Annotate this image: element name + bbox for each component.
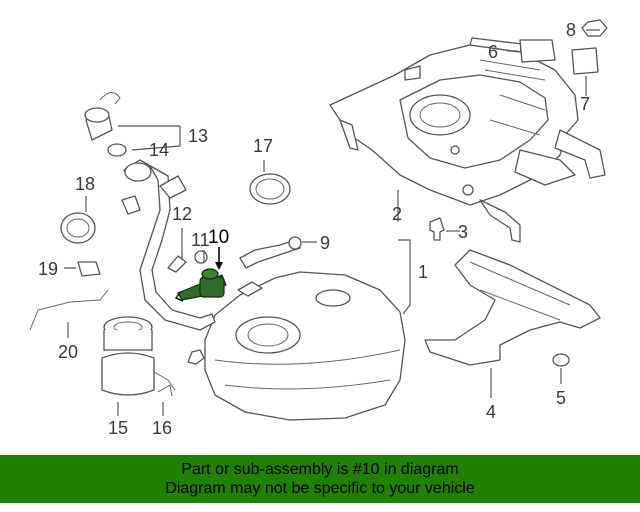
- callout-11: 11: [191, 230, 210, 250]
- banner-line-disclaimer: Diagram may not be specific to your vehi…: [165, 480, 475, 497]
- callout-9: 9: [320, 233, 330, 253]
- relay-part: [519, 39, 556, 63]
- callout-16: 16: [152, 418, 172, 438]
- bolt-part: [429, 217, 445, 241]
- banner-line-part-info: Part or sub-assembly is #10 in diagram: [181, 461, 459, 478]
- subframe-part: [329, 37, 606, 243]
- vent-hose-part: [29, 289, 109, 331]
- bracket-part: [571, 47, 599, 75]
- callout-18: 18: [75, 174, 95, 194]
- heat-shield-part: [424, 249, 601, 366]
- lock-ring-17-part: [249, 173, 291, 205]
- callout-7: 7: [580, 94, 590, 114]
- fuel-cap-part: [84, 92, 121, 141]
- callout-3: 3: [458, 222, 468, 242]
- filler-neck-part: [121, 159, 216, 331]
- grommet-part: [552, 353, 570, 367]
- callout-1: 1: [418, 262, 428, 282]
- callout-12: 12: [172, 204, 192, 224]
- callout-6: 6: [488, 42, 498, 62]
- callout-14: 14: [149, 140, 169, 160]
- callout-4: 4: [486, 402, 496, 422]
- callout-13: 13: [188, 126, 208, 146]
- callout-2: 2: [392, 204, 402, 224]
- callout-15: 15: [108, 418, 128, 438]
- callout-19: 19: [38, 259, 58, 279]
- harness-part: [157, 384, 173, 397]
- leader-lines: [64, 29, 600, 416]
- callout-20: 20: [58, 342, 78, 362]
- breather-hose-part: [239, 236, 302, 269]
- callout-10: 10: [208, 227, 229, 248]
- highlighted-part-10: [174, 268, 227, 302]
- info-banner: Part or sub-assembly is #10 in diagram D…: [0, 455, 640, 503]
- fuel-tank-part: [187, 271, 406, 421]
- hose-part: [167, 255, 187, 273]
- seal-ring-part: [107, 143, 127, 157]
- cap-8-part: [581, 19, 608, 37]
- lock-ring-18-part: [60, 212, 96, 244]
- clamp-part: [194, 250, 208, 264]
- callout-17: 17: [253, 136, 273, 156]
- sensor-part: [77, 261, 101, 277]
- fuel-pump-part: [101, 316, 176, 396]
- callout-8: 8: [566, 20, 576, 40]
- parts-diagram: 1 2 3 4 5 6 7 8 9 10 11 12 13 14 15 16 1…: [29, 19, 608, 438]
- callout-5: 5: [556, 388, 566, 408]
